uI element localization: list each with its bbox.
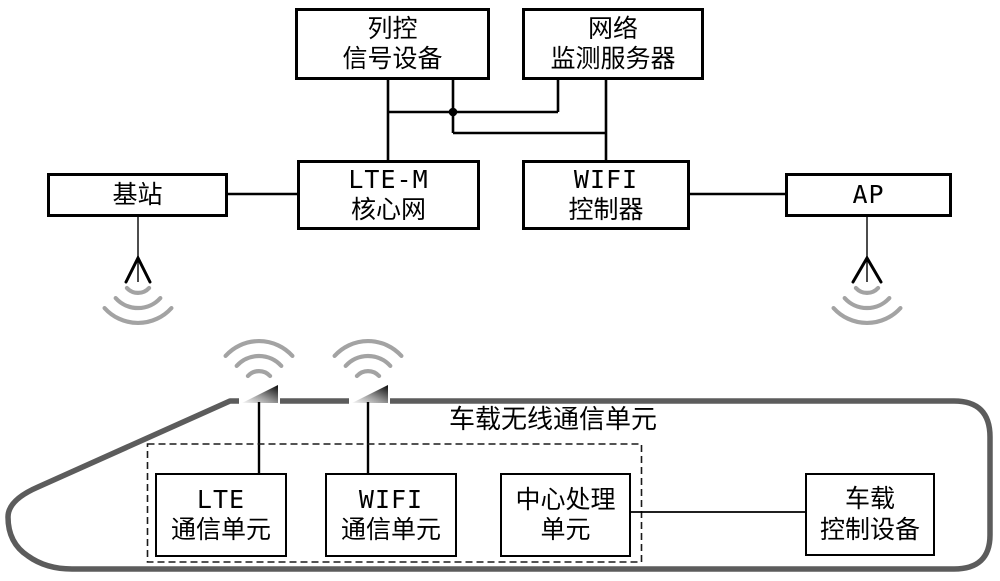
network-monitor-server-line2: 监测服务器 <box>550 44 676 73</box>
wifi-controller-line2: 控制器 <box>568 195 644 224</box>
lte-m-core-line2: 核心网 <box>350 195 426 224</box>
wave-inner <box>853 285 881 295</box>
lte-m-core-line1: LTE-M <box>348 164 429 194</box>
junction-dot <box>448 107 458 117</box>
train-control-signal-line1: 列控 <box>367 13 418 43</box>
wifi-controller-box: WIFI 控制器 <box>522 160 690 230</box>
lte-m-core-box: LTE-M 核心网 <box>297 160 480 230</box>
roof-antenna-fin-icon-right <box>352 385 388 403</box>
wave-middle <box>343 353 393 368</box>
base-station-box: 基站 <box>47 173 228 217</box>
onboard-control-device-line2: 控制设备 <box>819 514 920 544</box>
lte-comm-unit-line2: 通信单元 <box>170 515 271 544</box>
wireless-waves-up-icon-right <box>332 338 404 379</box>
wave-outer <box>102 306 174 326</box>
wave-outer <box>223 338 295 358</box>
wave-outer <box>332 338 404 358</box>
base-station-label: 基站 <box>112 179 163 209</box>
wave-inner <box>245 369 273 379</box>
wave-inner <box>354 369 382 379</box>
wave-middle <box>234 353 284 368</box>
network-monitor-server-box: 网络 监测服务器 <box>522 8 704 80</box>
wifi-controller-line1: WIFI <box>573 164 639 194</box>
wave-middle <box>113 296 163 311</box>
antenna-chevron-icon <box>124 254 152 284</box>
onboard-control-device-box: 车载 控制设备 <box>805 473 935 556</box>
wifi-comm-unit-line1: WIFI <box>358 484 424 514</box>
wifi-comm-unit-line2: 通信单元 <box>340 515 441 544</box>
onboard-wireless-unit-dashed-box <box>146 443 643 563</box>
lte-comm-unit-box: LTE 通信单元 <box>155 473 287 557</box>
ap-label: AP <box>852 179 885 209</box>
wave-outer <box>831 306 903 326</box>
central-processing-unit-line2: 单元 <box>540 515 591 544</box>
central-processing-unit-box: 中心处理 单元 <box>500 473 631 557</box>
top-connector-group <box>386 79 608 160</box>
wave-middle <box>842 296 892 311</box>
lte-comm-unit-line1: LTE <box>196 484 246 514</box>
ap-antenna-icon <box>831 217 903 326</box>
ap-box: AP <box>785 173 952 217</box>
train-control-signal-box: 列控 信号设备 <box>295 8 490 80</box>
wireless-waves-down-icon <box>831 285 903 326</box>
train-control-signal-line2: 信号设备 <box>342 44 443 73</box>
wireless-waves-up-icon-left <box>223 338 295 379</box>
base-station-antenna-icon <box>102 217 174 326</box>
roof-antenna-fin-icon-left <box>242 385 278 403</box>
network-monitor-server-line1: 网络 <box>587 13 638 43</box>
train-body-outline <box>5 398 993 572</box>
wave-inner <box>124 285 152 295</box>
antenna-chevron-icon <box>851 255 883 284</box>
wireless-waves-down-icon <box>102 285 174 326</box>
onboard-control-device-line1: 车载 <box>844 484 895 513</box>
wifi-comm-unit-box: WIFI 通信单元 <box>325 473 457 557</box>
onboard-wireless-unit-title: 车载无线通信单元 <box>448 405 657 435</box>
central-processing-unit-line1: 中心处理 <box>515 484 616 514</box>
